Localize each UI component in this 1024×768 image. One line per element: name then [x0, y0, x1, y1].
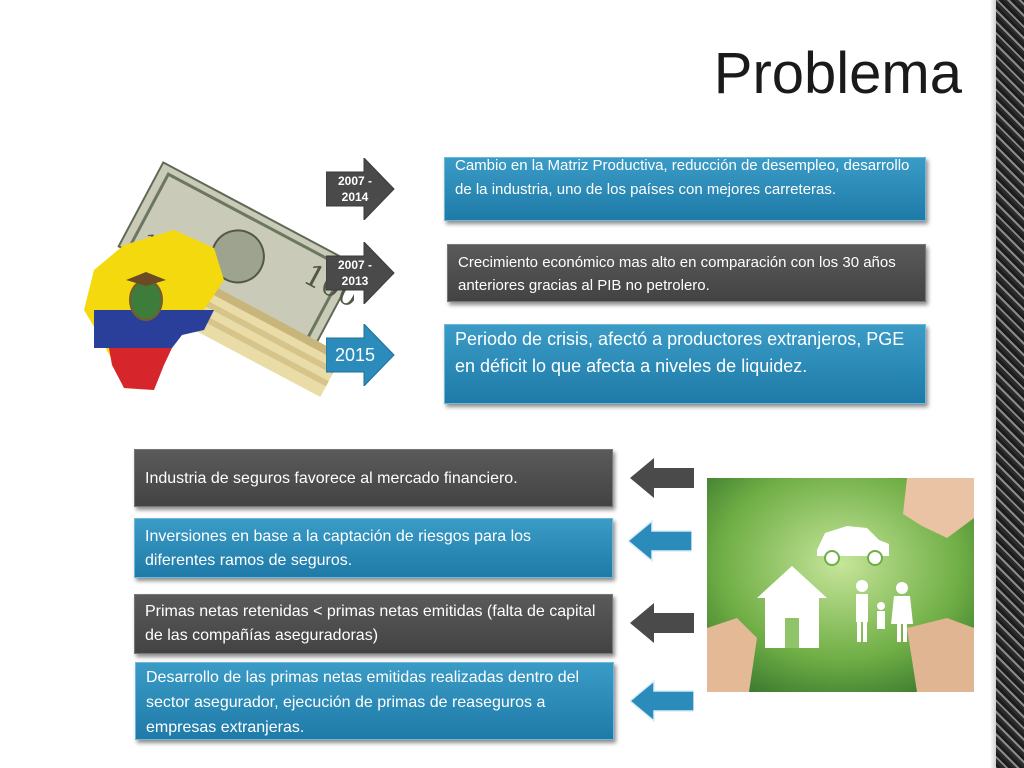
decorative-border [990, 0, 1024, 768]
left-arrow-icon [630, 603, 694, 643]
finding-text: Inversiones en base a la captación de ri… [145, 528, 532, 569]
finding-text: Industria de seguros favorece al mercado… [145, 470, 518, 487]
timeline-box-2015: Periodo de crisis, afectó a productores … [444, 324, 926, 404]
timeline-label: 2015 [334, 345, 376, 365]
timeline-arrow-2007-2014: 2007 - 2014 [326, 158, 396, 220]
finding-text: Desarrollo de las primas netas emitidas … [146, 669, 580, 736]
timeline-box-2007-2014: Cambio en la Matriz Productiva, reducció… [444, 157, 926, 221]
finding-box-4: Desarrollo de las primas netas emitidas … [135, 662, 614, 740]
finding-box-2: Inversiones en base a la captación de ri… [134, 518, 613, 578]
finding-box-3: Primas netas retenidas < primas netas em… [134, 594, 613, 654]
timeline-arrow-2007-2013: 2007 - 2013 [326, 242, 396, 304]
finding-text: Primas netas retenidas < primas netas em… [145, 603, 596, 644]
timeline-label: 2007 - 2013 [337, 258, 373, 288]
timeline-box-2007-2013: Crecimiento económico mas alto en compar… [447, 244, 926, 302]
left-arrow-icon [630, 458, 694, 498]
timeline-text: Cambio en la Matriz Productiva, reducció… [455, 157, 910, 198]
timeline-label: 2007 - 2014 [337, 174, 373, 204]
slide-title: Problema [713, 41, 962, 106]
money-ecuador-image: 100 100 [54, 160, 365, 400]
timeline-text: Crecimiento económico mas alto en compar… [458, 254, 896, 294]
timeline-text: Periodo de crisis, afectó a productores … [455, 329, 905, 376]
family-insurance-image [707, 478, 974, 692]
left-arrow-icon [630, 679, 694, 723]
timeline-arrow-2015: 2015 [326, 324, 396, 386]
left-arrow-icon [628, 519, 692, 563]
finding-box-1: Industria de seguros favorece al mercado… [134, 449, 613, 507]
